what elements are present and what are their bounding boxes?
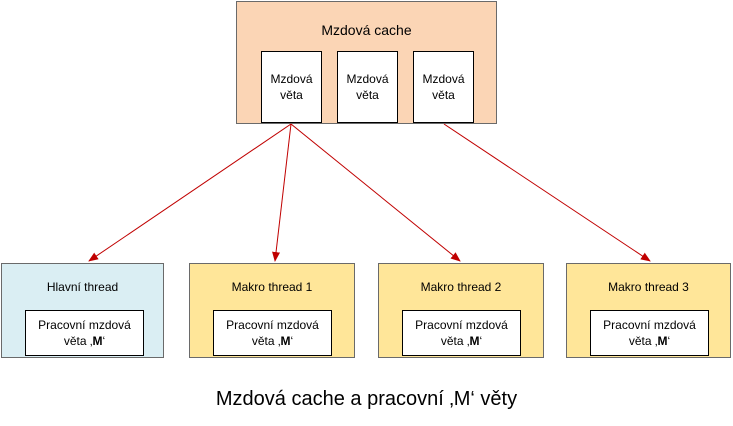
thread-macro-1-record-line2-prefix: věta ‚ — [251, 334, 281, 348]
thread-macro-3-record-m: M — [657, 334, 668, 348]
thread-macro-2: Makro thread 2 Pracovní mzdová věta ‚M‘ — [378, 263, 544, 358]
cache-record-3: Mzdová věta — [413, 51, 474, 123]
arrow-to-macro-thread-3 — [443, 123, 651, 262]
thread-macro-1-title: Makro thread 1 — [231, 280, 313, 294]
thread-main-record-line2-prefix: věta ‚ — [63, 334, 93, 348]
thread-macro-1-record-m: M — [280, 334, 291, 348]
thread-macro-3-record-line2-suffix: ‘ — [667, 334, 671, 348]
thread-main-title: Hlavní thread — [46, 280, 119, 294]
thread-main-record-m: M — [92, 334, 103, 348]
thread-macro-2-record-line2-suffix: ‘ — [479, 334, 483, 348]
cache-record-1: Mzdová věta — [261, 51, 322, 123]
thread-main: Hlavní thread Pracovní mzdová věta ‚M‘ — [1, 263, 164, 358]
cache-record-3-line1: Mzdová — [422, 72, 465, 86]
cache-record-1-line2: věta — [280, 88, 303, 102]
thread-macro-2-record-line2-prefix: věta ‚ — [440, 334, 470, 348]
thread-macro-1: Makro thread 1 Pracovní mzdová věta ‚M‘ — [189, 263, 355, 358]
thread-macro-1-record-line1: Pracovní mzdová — [226, 318, 319, 332]
cache-record-1-line1: Mzdová — [270, 72, 313, 86]
thread-macro-2-record-m: M — [469, 334, 480, 348]
cache-record-2: Mzdová věta — [337, 51, 398, 123]
cache-record-2-line2: věta — [356, 88, 379, 102]
thread-macro-2-working-record: Pracovní mzdová věta ‚M‘ — [402, 310, 521, 356]
cache-title: Mzdová cache — [321, 22, 412, 38]
arrow-to-main-thread — [88, 123, 292, 262]
arrow-to-macro-thread-2 — [290, 123, 461, 262]
thread-main-record-line1: Pracovní mzdová — [38, 318, 131, 332]
thread-main-record-line2-suffix: ‘ — [102, 334, 106, 348]
thread-macro-3-record-line2-prefix: věta ‚ — [628, 334, 658, 348]
thread-macro-3-title: Makro thread 3 — [608, 280, 689, 294]
cache-record-3-line2: věta — [432, 88, 455, 102]
thread-macro-2-record-line1: Pracovní mzdová — [415, 318, 508, 332]
thread-macro-1-working-record: Pracovní mzdová věta ‚M‘ — [213, 310, 332, 356]
diagram-caption: Mzdová cache a pracovní ‚M‘ věty — [215, 388, 518, 410]
thread-macro-1-record-line2-suffix: ‘ — [290, 334, 294, 348]
thread-macro-3: Makro thread 3 Pracovní mzdová věta ‚M‘ — [566, 263, 731, 358]
thread-macro-3-record-line1: Pracovní mzdová — [603, 318, 696, 332]
payroll-cache: Mzdová cache Mzdová věta Mzdová věta Mzdov… — [236, 1, 497, 124]
thread-main-working-record: Pracovní mzdová věta ‚M‘ — [25, 310, 144, 356]
arrow-to-macro-thread-1 — [272, 123, 292, 262]
thread-macro-3-working-record: Pracovní mzdová věta ‚M‘ — [590, 310, 709, 356]
thread-macro-2-title: Makro thread 2 — [420, 280, 502, 294]
cache-record-2-line1: Mzdová — [346, 72, 389, 86]
